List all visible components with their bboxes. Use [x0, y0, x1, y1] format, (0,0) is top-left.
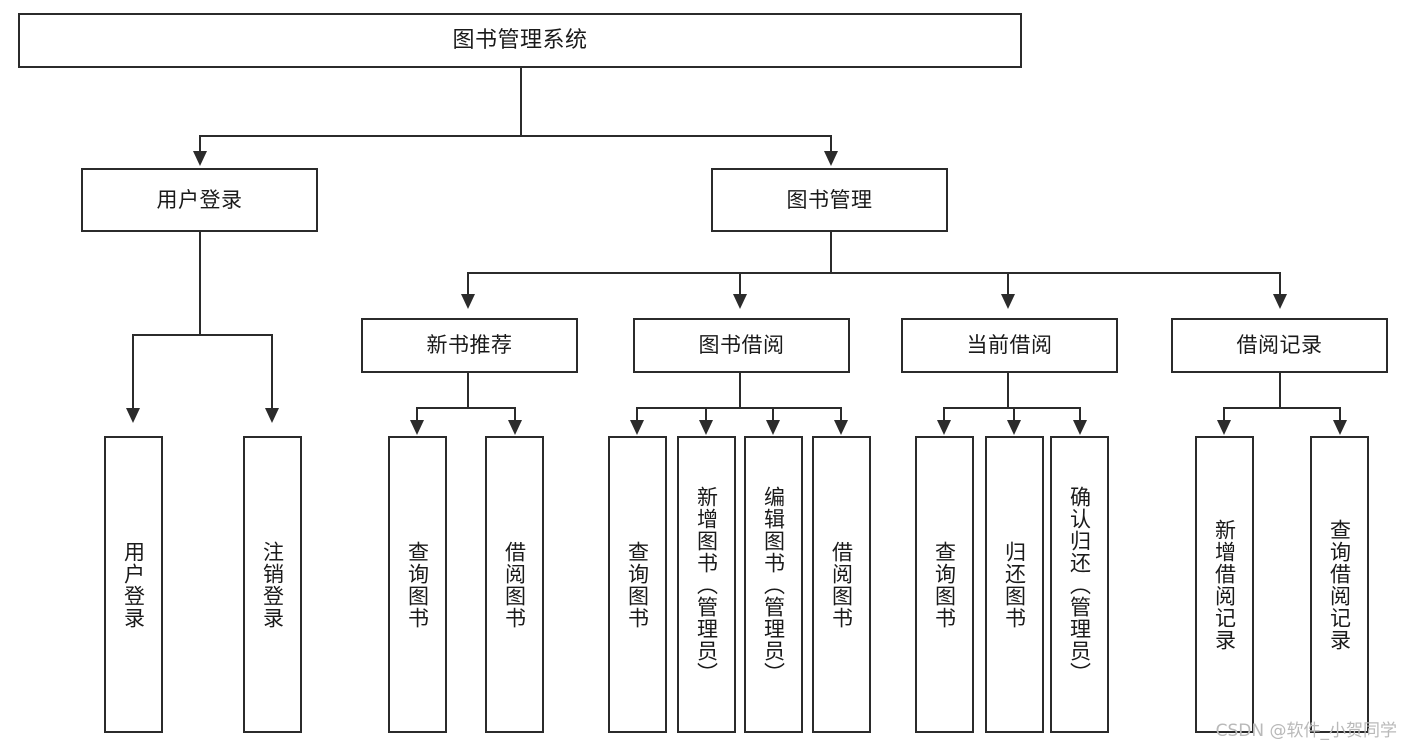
connector-cb-stem [1007, 373, 1009, 408]
node-book-management-system[interactable]: 图书管理系统 [18, 13, 1022, 68]
arrow-down-icon [834, 420, 848, 435]
connector-root-bus [199, 135, 832, 137]
node-borrow-record[interactable]: 借阅记录 [1171, 318, 1388, 373]
arrow-down-icon [1217, 420, 1231, 435]
connector-root-stem [520, 68, 522, 136]
arrow-down-icon [699, 420, 713, 435]
connector-nbr-stem [467, 373, 469, 408]
connector-drop-leaf-add-record [1223, 407, 1225, 422]
node-leaf-user-login[interactable]: 用户登录 [104, 436, 163, 733]
node-label: 归还图书 [1002, 540, 1027, 629]
connector-drop-new-book-recommend [467, 272, 469, 296]
node-label: 新书推荐 [426, 333, 513, 358]
arrow-down-icon [265, 408, 279, 423]
node-current-borrow[interactable]: 当前借阅 [901, 318, 1118, 373]
connector-bb-bus [636, 407, 841, 409]
node-label: 确认归还（管理员） [1067, 485, 1092, 684]
node-label: 用户登录 [121, 540, 146, 629]
connector-cb-bus [943, 407, 1079, 409]
connector-drop-book-borrow [739, 272, 741, 296]
connector-user-login-stem [199, 232, 201, 335]
node-book-borrow[interactable]: 图书借阅 [633, 318, 850, 373]
connector-br-bus [1223, 407, 1340, 409]
node-label: 查询图书 [405, 540, 430, 629]
connector-book-manage-stem [830, 232, 832, 273]
arrow-down-icon [733, 294, 747, 309]
arrow-down-icon [126, 408, 140, 423]
node-label: 用户登录 [156, 187, 243, 212]
node-label: 图书管理系统 [452, 27, 588, 53]
node-leaf-query-record[interactable]: 查询借阅记录 [1310, 436, 1369, 733]
arrow-down-icon [410, 420, 424, 435]
connector-bb-stem [739, 373, 741, 408]
node-label: 查询借阅记录 [1327, 518, 1352, 651]
node-leaf-query-book-1[interactable]: 查询图书 [388, 436, 447, 733]
node-label: 编辑图书（管理员） [761, 485, 786, 684]
node-label: 新增借阅记录 [1212, 518, 1237, 651]
node-leaf-query-book-2[interactable]: 查询图书 [608, 436, 667, 733]
node-leaf-add-record[interactable]: 新增借阅记录 [1195, 436, 1254, 733]
connector-drop-leaf-borrow-book-2 [840, 407, 842, 422]
arrow-down-icon [508, 420, 522, 435]
node-leaf-add-book[interactable]: 新增图书（管理员） [677, 436, 736, 733]
node-label: 图书借阅 [698, 333, 785, 358]
connector-drop-borrow-record [1279, 272, 1281, 296]
arrow-down-icon [461, 294, 475, 309]
node-leaf-borrow-book-2[interactable]: 借阅图书 [812, 436, 871, 733]
arrow-down-icon [766, 420, 780, 435]
node-label: 新增图书（管理员） [694, 485, 719, 684]
node-label: 当前借阅 [966, 333, 1053, 358]
node-leaf-borrow-book-1[interactable]: 借阅图书 [485, 436, 544, 733]
connector-drop-leaf-query-book-1 [416, 407, 418, 422]
node-label: 查询图书 [932, 540, 957, 629]
arrow-down-icon [1333, 420, 1347, 435]
arrow-down-icon [1001, 294, 1015, 309]
connector-drop-leaf-query-book-2 [636, 407, 638, 422]
connector-user-login-bus [132, 334, 272, 336]
node-label: 借阅记录 [1236, 333, 1323, 358]
node-label: 借阅图书 [829, 540, 854, 629]
node-new-book-recommend[interactable]: 新书推荐 [361, 318, 578, 373]
arrow-down-icon [937, 420, 951, 435]
node-user-login[interactable]: 用户登录 [81, 168, 318, 232]
node-label: 查询图书 [625, 540, 650, 629]
connector-drop-leaf-borrow-book-1 [514, 407, 516, 422]
arrow-down-icon [193, 151, 207, 166]
connector-drop-current-borrow [1007, 272, 1009, 296]
connector-drop-leaf-edit-book [772, 407, 774, 422]
connector-drop-leaf-return-book [1013, 407, 1015, 422]
connector-br-stem [1279, 373, 1281, 408]
csdn-watermark: CSDN @软件_小贺同学 [1215, 721, 1397, 741]
connector-drop-user-login [199, 135, 201, 153]
connector-drop-leaf-user-login [132, 334, 134, 410]
connector-drop-leaf-add-book [705, 407, 707, 422]
node-label: 借阅图书 [502, 540, 527, 629]
connector-drop-book-manage [830, 135, 832, 153]
node-leaf-confirm-return[interactable]: 确认归还（管理员） [1050, 436, 1109, 733]
node-leaf-edit-book[interactable]: 编辑图书（管理员） [744, 436, 803, 733]
arrow-down-icon [1273, 294, 1287, 309]
node-label: 注销登录 [260, 540, 285, 629]
node-leaf-user-logout[interactable]: 注销登录 [243, 436, 302, 733]
arrow-down-icon [630, 420, 644, 435]
node-book-management[interactable]: 图书管理 [711, 168, 948, 232]
connector-drop-leaf-confirm-return [1079, 407, 1081, 422]
connector-drop-leaf-query-record [1339, 407, 1341, 422]
arrow-down-icon [824, 151, 838, 166]
node-label: 图书管理 [786, 187, 873, 212]
connector-drop-leaf-user-logout [271, 334, 273, 410]
connector-nbr-bus [416, 407, 516, 409]
connector-level3-bus [467, 272, 1281, 274]
arrow-down-icon [1073, 420, 1087, 435]
arrow-down-icon [1007, 420, 1021, 435]
node-leaf-return-book[interactable]: 归还图书 [985, 436, 1044, 733]
node-leaf-query-book-3[interactable]: 查询图书 [915, 436, 974, 733]
connector-drop-leaf-query-book-3 [943, 407, 945, 422]
